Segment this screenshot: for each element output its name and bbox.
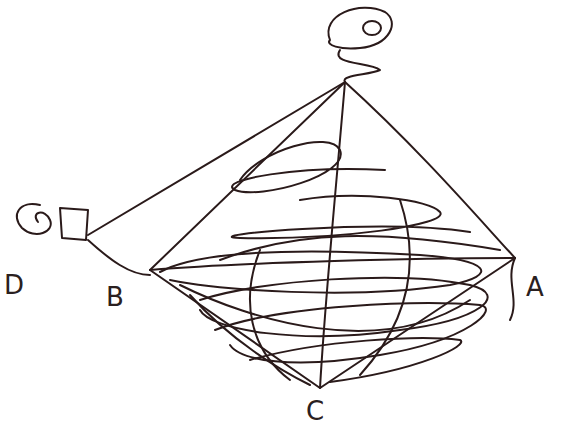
vertex-label: C xyxy=(306,398,324,424)
vertex-label: D xyxy=(4,272,24,298)
vertex-label: B xyxy=(106,284,124,310)
vertex-label: A xyxy=(526,274,544,300)
